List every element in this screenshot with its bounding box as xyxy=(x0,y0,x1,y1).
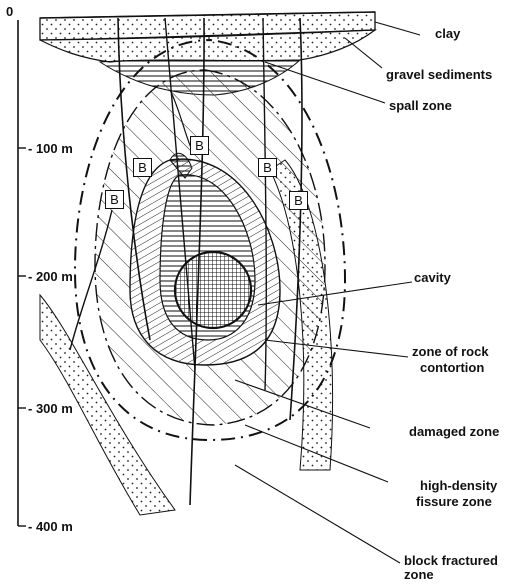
borehole-marker: B xyxy=(133,158,152,177)
label-fissure-2: fissure zone xyxy=(416,494,492,509)
label-block-fractured-1: block fractured xyxy=(404,553,498,568)
borehole-marker: B xyxy=(289,191,308,210)
label-clay: clay xyxy=(435,26,460,41)
borehole-marker: B xyxy=(258,158,277,177)
depth-label-100: - 100 m xyxy=(28,141,73,156)
leader-clay xyxy=(375,22,420,35)
label-rock-contortion-1: zone of rock xyxy=(412,344,489,359)
leader-gravel xyxy=(345,38,382,68)
borehole-marker: B xyxy=(105,190,124,209)
depth-label-300: - 300 m xyxy=(28,401,73,416)
borehole-marker: B xyxy=(190,136,209,155)
leader-block xyxy=(235,465,400,563)
depth-label-200: - 200 m xyxy=(28,269,73,284)
label-block-fractured-2: zone xyxy=(404,567,434,582)
label-fissure-1: high-density xyxy=(420,478,497,493)
depth-label-400: - 400 m xyxy=(28,519,73,534)
label-gravel-sediments: gravel sediments xyxy=(386,67,492,82)
leader-spall xyxy=(265,62,385,103)
label-damaged-zone: damaged zone xyxy=(409,424,499,439)
depth-label-0: 0 xyxy=(6,4,13,19)
label-cavity: cavity xyxy=(414,270,451,285)
label-rock-contortion-2: contortion xyxy=(420,360,484,375)
label-spall-zone: spall zone xyxy=(389,98,452,113)
